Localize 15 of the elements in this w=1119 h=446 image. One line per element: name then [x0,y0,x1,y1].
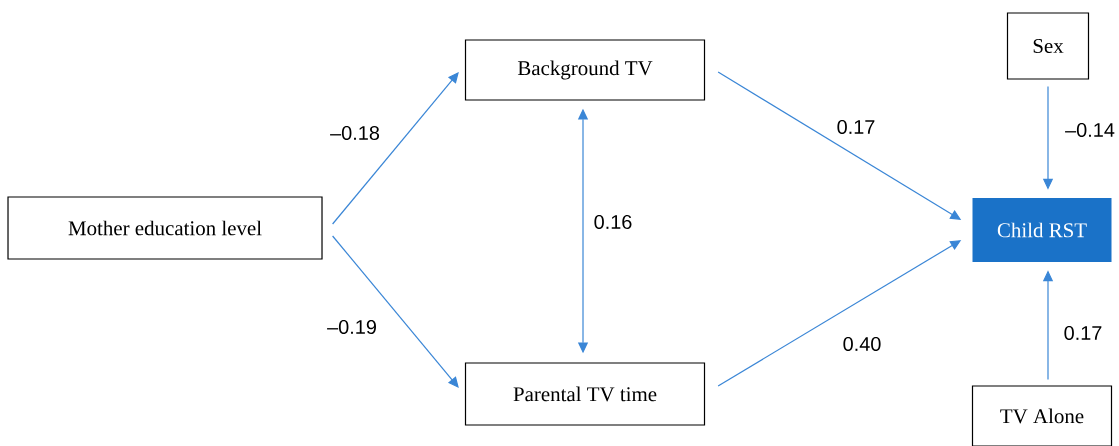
variable-box: Parental TV time [464,362,706,426]
arrow [332,235,459,388]
edge-label: –0.14 [1064,121,1116,139]
edge-label: –0.19 [326,318,378,336]
variable-box: Background TV [464,39,706,101]
edge-label: 0.17 [835,118,877,136]
edge-label: 0.16 [592,213,634,231]
edge-label: 0.17 [1062,324,1104,342]
arrow [332,72,459,225]
edge-label: –0.18 [329,124,381,142]
variable-box: Mother education level [7,196,323,260]
edge-label: 0.40 [841,335,883,353]
variable-box: Sex [1006,12,1090,80]
highlighted-box: Child RST [972,198,1112,262]
variable-box: TV Alone [971,385,1113,446]
